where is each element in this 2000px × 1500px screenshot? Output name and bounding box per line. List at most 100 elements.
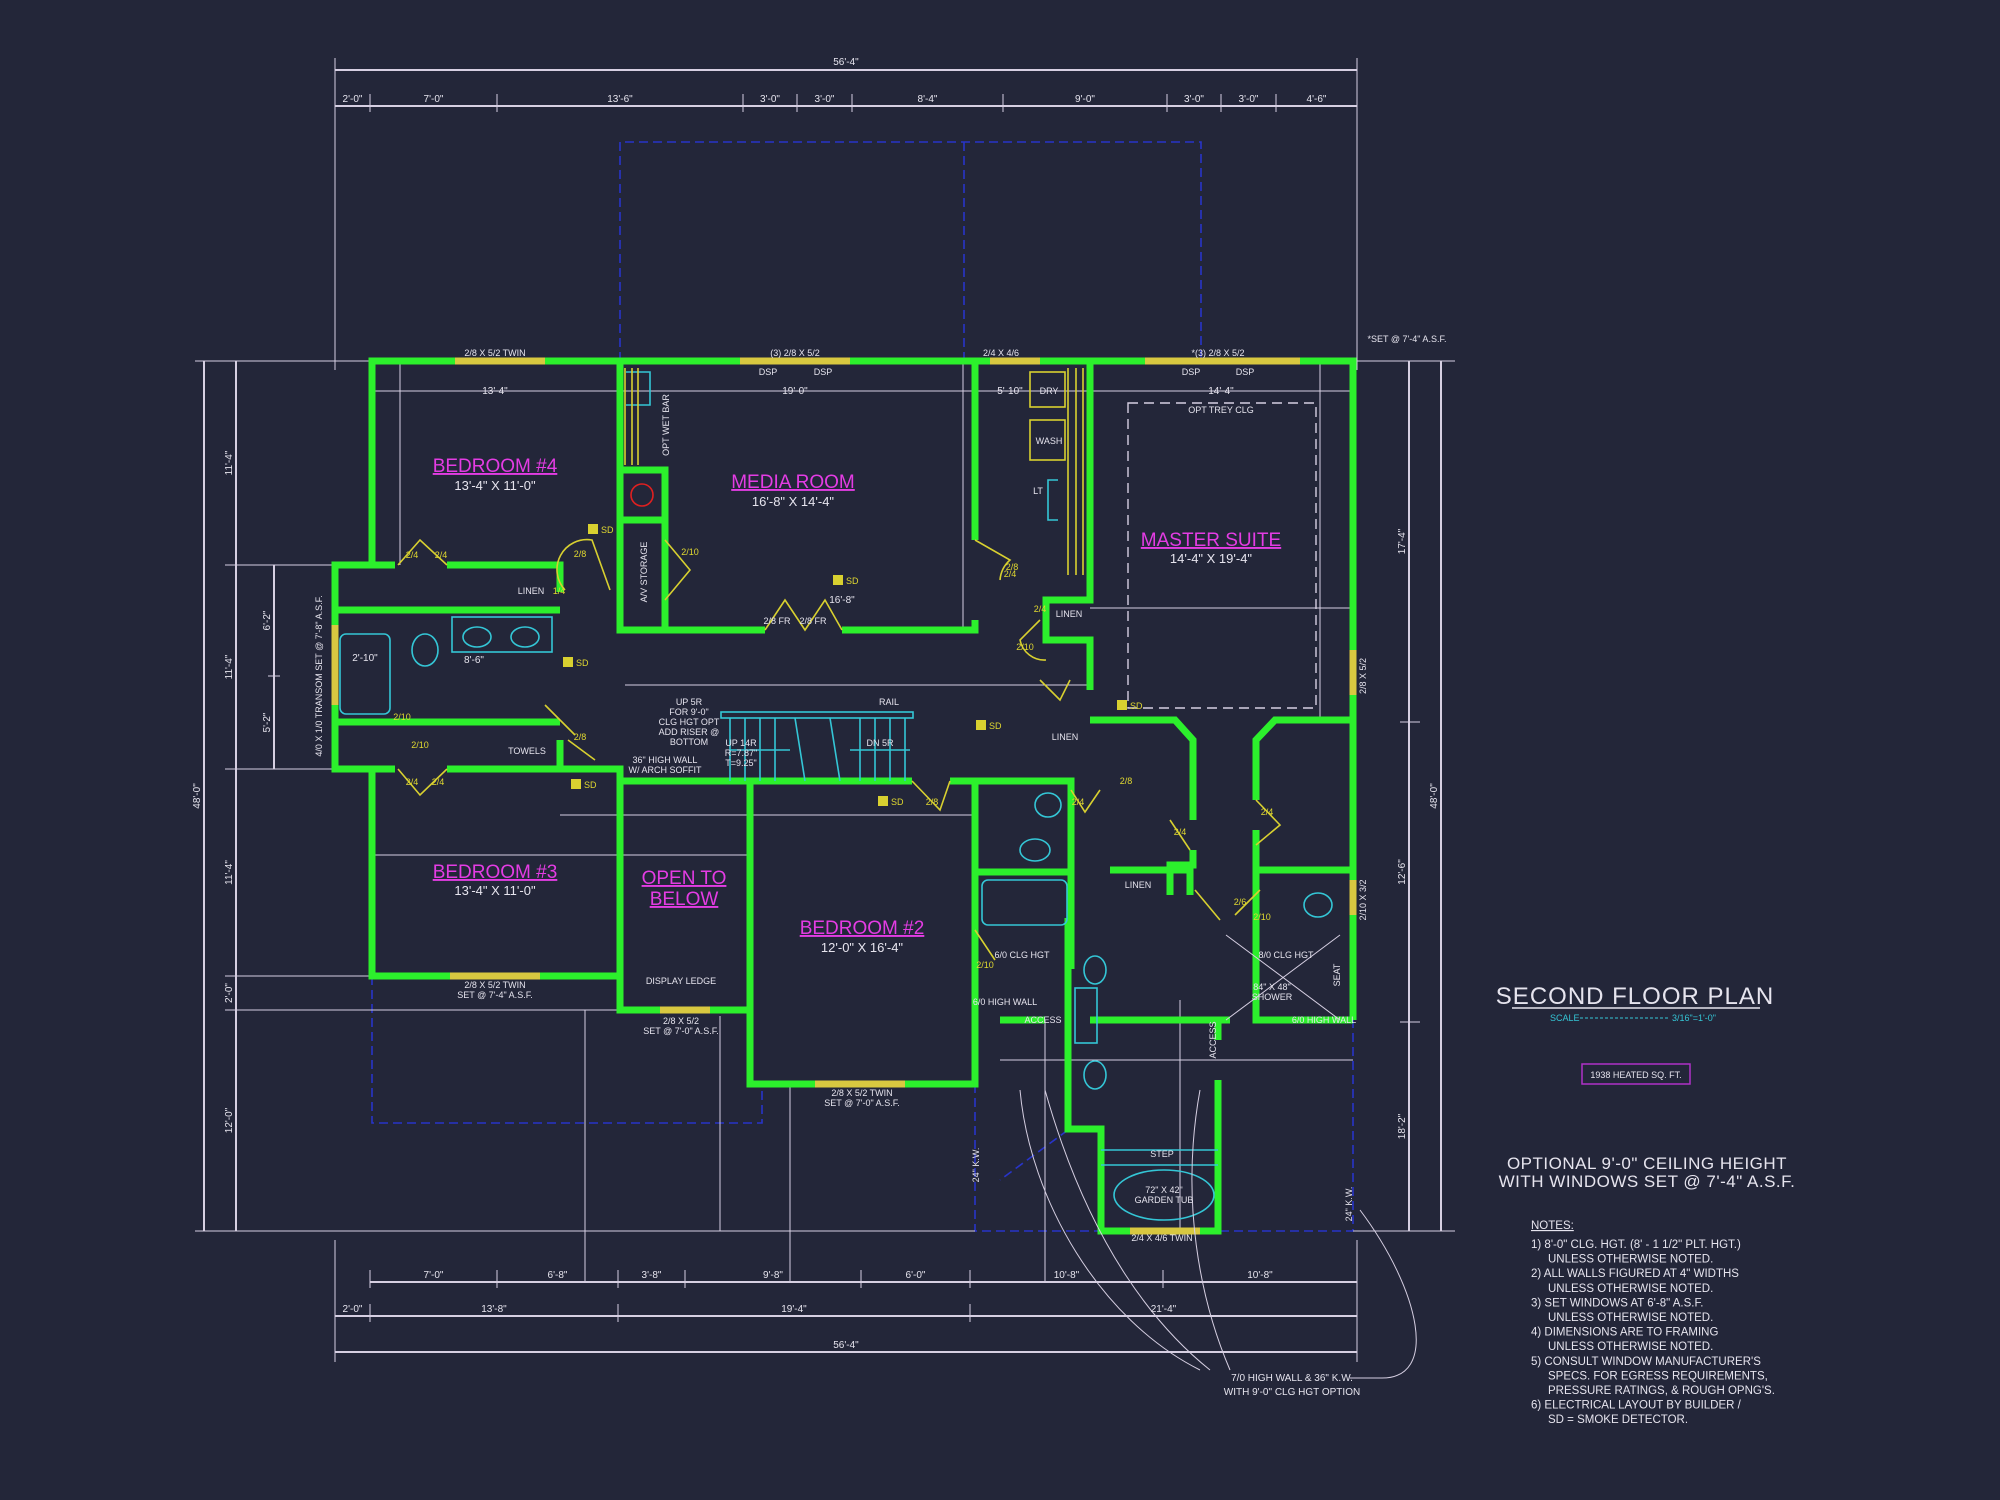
garden-tub-icon [1113,1169,1215,1221]
knee-wall-label: 24" K.W. [971,1148,981,1183]
room-name-master-suite: MASTER SUITE [1141,530,1281,551]
knee-wall-note: WITH 9'-0" CLG HGT OPTION [1224,1387,1360,1398]
note-line: PRESSURE RATINGS, & ROUGH OPNG'S. [1548,1385,1775,1397]
door-size-label: 2/8 [574,732,587,742]
stair-up-label: R=7.87" [725,748,757,758]
ceiling-note: WITH WINDOWS SET @ 7'-4" A.S.F. [1499,1172,1796,1191]
rail-label: RAIL [879,697,899,707]
sink-icon [1034,792,1062,818]
fixtures [339,368,1417,1379]
sink-icon [1083,955,1107,985]
dimension-label: 6'-2" [262,610,273,630]
dsp-label: DSP [814,367,833,377]
dimension-label: 6'-8" [548,1270,568,1281]
door-size-label: 2/10 [681,547,699,557]
walls [331,357,1357,1235]
dryer-icon [1029,371,1066,408]
heated-area-box [1581,1063,1691,1085]
arch-wall-note: 36" HIGH WALL [633,755,698,765]
dimension-label: 2'-0" [343,94,363,105]
dimension-label: 19'-0" [782,386,808,397]
tub-icon [339,633,391,715]
knee-wall-label: 24" K.W. [1344,1187,1354,1222]
door-size-label: 2/8 [926,797,939,807]
door-label: 2/8 FR [763,616,791,626]
note-line: UNLESS OTHERWISE NOTED. [1548,1341,1713,1353]
seat-label: SEAT [1332,963,1342,986]
door-label: 2/8 FR [799,616,827,626]
toilet-icon [1019,838,1051,862]
heated-area: 1938 HEATED SQ. FT. [1590,1070,1681,1080]
dimension-label: 11'-4" [224,860,235,885]
annotations: 2/8 X 5/2 TWIN (3) 2/8 X 5/2 2/4 X 4/6 *… [314,334,1446,1398]
arch-wall-note: W/ ARCH SOFFIT [629,765,703,775]
vanity-icon [451,616,553,653]
stair-note: BOTTOM [670,737,708,747]
transom-label: 4/0 X 1/0 TRANSOM SET @ 7'-8" A.S.F. [314,595,324,756]
dimension-label: 21'-4" [1151,1304,1177,1315]
stair-up-label: T=9.25" [725,758,756,768]
svg-text:SD: SD [989,721,1002,731]
svg-text:SD: SD [601,525,614,535]
note-line: SPECS. FOR EGRESS REQUIREMENTS, [1548,1370,1768,1382]
window-label: SET @ 7'-0" A.S.F. [824,1098,899,1108]
window-label: 2/8 X 5/2 TWIN [464,348,525,358]
dimension-lines [195,58,1455,1362]
stair-note: ADD RISER @ [659,727,720,737]
notes-heading: NOTES: [1531,1220,1574,1232]
window-label: 2/8 X 5/2 [663,1016,699,1026]
window-label: 2/8 X 5/2 TWIN [831,1088,892,1098]
garden-tub-label: GARDEN TUB [1135,1195,1194,1205]
dimension-label: 3'-8" [642,1270,662,1281]
door-size-label: 2/10 [1253,912,1271,922]
dimension-label: 2'-10" [352,653,378,664]
linen-label: LINEN [518,586,545,596]
door-size-label: 2/10 [1016,642,1034,652]
access-label: ACCESS [1024,1015,1061,1025]
door-size-label: 2/4 [435,550,448,560]
window-label: *(3) 2/8 X 5/2 [1191,348,1244,358]
dimension-label: 8'-6" [464,655,484,666]
door-size-label: 2/10 [976,960,994,970]
shower-label: SHOWER [1252,992,1293,1002]
dimension-overall: 48'-0" [192,783,203,809]
stair-rail [720,711,914,719]
window-label: 2/4 X 4/6 TWIN [1131,1233,1192,1243]
dimension-label: 9'-8" [763,1270,783,1281]
dimension-overall: 48'-0" [1429,783,1440,809]
linen-label: LINEN [1052,732,1079,742]
toilet-icon [411,633,439,667]
door-size-label: 2/8 [1006,562,1019,572]
av-storage-label: A/V STORAGE [639,542,649,603]
scale-label: SCALE [1550,1013,1580,1023]
window-label: (3) 2/8 X 5/2 [770,348,820,358]
dimension-label: 12'-6" [1397,859,1408,885]
dimension-label: 3'-0" [1184,94,1204,105]
dimension-label: 7'-0" [424,1270,444,1281]
stair-note: FOR 9'-0" [669,707,708,717]
room-name-open-to-below-2: BELOW [650,889,719,910]
door-size-label: 2/4 [1261,807,1274,817]
stair-down-label: DN 5R [866,738,894,748]
chase-icon [630,483,654,507]
dryer-label: DRY [1040,386,1059,396]
svg-text:SD: SD [846,576,859,586]
windows [331,357,1357,1235]
door-size-label: 2/4 [406,777,419,787]
note-line: UNLESS OTHERWISE NOTED. [1548,1312,1713,1324]
door-size-label: 1/4 [553,586,566,596]
door-size-label: 2/4 [1174,827,1187,837]
dimension-label: 19'-4" [781,1304,807,1315]
door-size-label: 2/8 [1120,776,1133,786]
room-name-bedroom-3: BEDROOM #3 [433,862,558,883]
dimension-label: 6'-0" [906,1270,926,1281]
trey-ceiling-label: OPT TREY CLG [1188,405,1254,415]
window-label: 2/10 X 3/2 [1358,879,1368,920]
dimension-label: 17'-4" [1397,528,1408,554]
scale-value: 3/16"=1'-0" [1672,1013,1716,1023]
towels-label: TOWELS [508,746,546,756]
door-size-label: 2/10 [393,712,411,722]
note-line: 1) 8'-0" CLG. HGT. (8' - 1 1/2" PLT. HGT… [1531,1239,1741,1251]
ceiling-height-label: 6/0 CLG HGT [994,950,1050,960]
